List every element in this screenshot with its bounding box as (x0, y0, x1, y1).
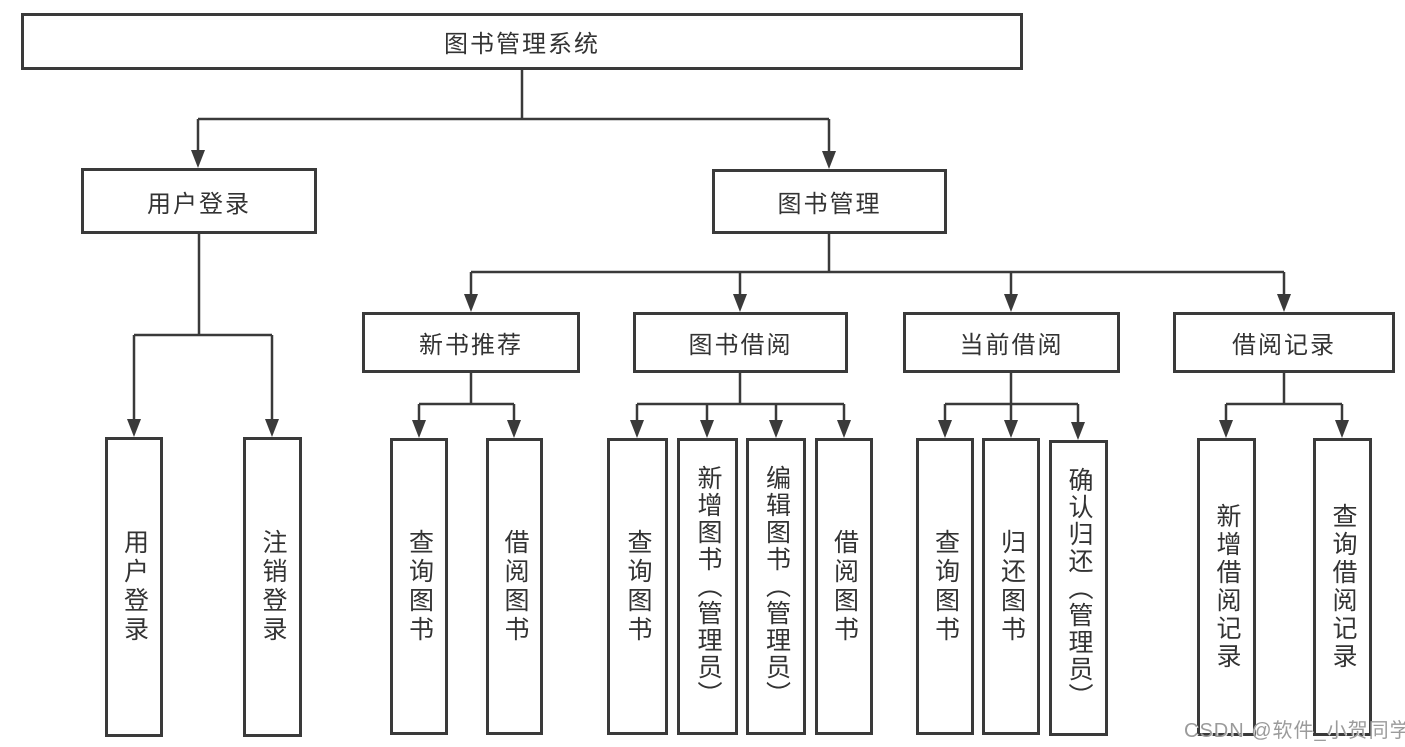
leaf-borrow-borrow-books: 借阅图书 (815, 438, 873, 735)
arrowhead-leaf-user-login (127, 419, 141, 437)
node-root-library-system: 图书管理系统 (21, 13, 1023, 70)
arrowhead-new-rec (464, 294, 478, 312)
arrowhead-br-query (1335, 420, 1349, 438)
leaf-logout: 注销登录 (243, 437, 302, 737)
leaf-borrow-query-books: 查询图书 (607, 438, 668, 735)
leaf-borrow-edit-books-admin: 编辑图书（管理员） (746, 438, 806, 735)
leaf-current-query-books: 查询图书 (916, 438, 974, 735)
arrowhead-cb-query (938, 420, 952, 438)
arrowhead-bb-borrow (837, 420, 851, 438)
node-user-login: 用户登录 (81, 168, 317, 234)
arrowhead-bb-add (700, 420, 714, 438)
arrowhead-borrow-records (1277, 294, 1291, 312)
arrowhead-cb-confirm (1071, 422, 1085, 440)
node-borrow-records: 借阅记录 (1173, 312, 1395, 373)
leaf-records-add-record: 新增借阅记录 (1197, 438, 1256, 736)
node-book-management: 图书管理 (712, 169, 947, 234)
arrowhead-current-borrow (1004, 294, 1018, 312)
leaf-recommend-borrow-books: 借阅图书 (486, 438, 543, 735)
arrowhead-book-mgmt (822, 151, 836, 169)
arrowhead-book-borrow (733, 294, 747, 312)
leaf-borrow-add-books-admin: 新增图书（管理员） (677, 438, 738, 735)
arrowhead-user-login (191, 150, 205, 168)
leaf-recommend-query-books: 查询图书 (390, 438, 448, 735)
node-current-borrow: 当前借阅 (903, 312, 1120, 373)
arrowhead-rec-query (412, 420, 426, 438)
leaf-user-login: 用户登录 (105, 437, 163, 737)
leaf-current-return-books: 归还图书 (982, 438, 1040, 735)
arrowhead-rec-borrow (507, 420, 521, 438)
csdn-watermark: CSDN @软件_小贺同学 (1184, 720, 1405, 742)
node-new-book-recommend: 新书推荐 (362, 312, 580, 373)
arrowhead-bb-edit (769, 420, 783, 438)
arrowhead-br-add (1219, 420, 1233, 438)
node-book-borrow: 图书借阅 (633, 312, 848, 373)
arrowhead-bb-query (630, 420, 644, 438)
leaf-current-confirm-return-admin: 确认归还（管理员） (1049, 440, 1108, 736)
leaf-records-query-record: 查询借阅记录 (1313, 438, 1372, 736)
arrowhead-leaf-logout (265, 419, 279, 437)
arrowhead-cb-return (1004, 420, 1018, 438)
